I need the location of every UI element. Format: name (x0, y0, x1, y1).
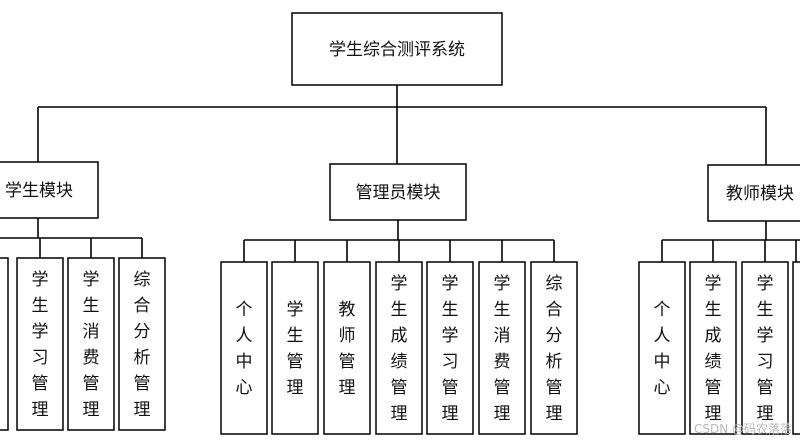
leaf-node: 综合分析管理 (118, 257, 166, 431)
leaf-box-offscreen (792, 261, 800, 435)
leaf-node: 学生管理 (271, 261, 319, 435)
module-node-student: 学生模块 (0, 161, 99, 219)
leaf-box (426, 261, 474, 435)
leaf-node: 学生成绩管理 (689, 261, 737, 435)
module-label-student: 学生模块 (5, 181, 73, 201)
module-label-admin: 管理员模块 (356, 183, 441, 203)
leaf-nodes: 学生学习管理 学生消费管理 综合分析管理 个人中心 学生管理 教师管理 学生成绩管理 学生学习… (0, 257, 800, 435)
leaf-label: 个人中心 (236, 300, 253, 398)
leaf-label: 学生学习管理 (32, 270, 49, 420)
leaf-box (323, 261, 371, 435)
leaf-box-offscreen (0, 257, 9, 431)
module-node-teacher: 教师模块 (707, 164, 800, 222)
leaf-box (741, 261, 789, 435)
leaf-box (67, 257, 115, 431)
leaf-label: 学生学习管理 (442, 274, 459, 424)
leaf-label: 教师管理 (339, 300, 356, 398)
leaf-box (530, 261, 578, 435)
leaf-node: 学生学习管理 (741, 261, 789, 435)
leaf-box (16, 257, 64, 431)
leaf-node: 综合分析管理 (530, 261, 578, 435)
root-label: 学生综合测评系统 (329, 40, 465, 60)
leaf-node: 教师管理 (323, 261, 371, 435)
leaf-node: 学生学习管理 (426, 261, 474, 435)
leaf-label: 综合分析管理 (134, 270, 151, 420)
connector-lines (0, 85, 800, 262)
leaf-box (271, 261, 319, 435)
leaf-label: 学生成绩管理 (391, 274, 408, 424)
leaf-box (375, 261, 423, 435)
leaf-box (638, 261, 686, 435)
leaf-label: 学生成绩管理 (705, 274, 722, 424)
root-node: 学生综合测评系统 (291, 12, 503, 86)
module-node-admin: 管理员模块 (329, 163, 467, 221)
leaf-label: 学生消费管理 (83, 270, 100, 420)
leaf-label: 综合分析管理 (546, 274, 563, 424)
module-label-teacher: 教师模块 (726, 184, 794, 204)
leaf-node: 学生消费管理 (478, 261, 526, 435)
leaf-label: 个人中心 (654, 300, 671, 398)
leaf-node: 学生消费管理 (67, 257, 115, 431)
leaf-label: 学生管理 (287, 300, 304, 398)
leaf-node: 学生成绩管理 (375, 261, 423, 435)
leaf-box (478, 261, 526, 435)
leaf-node: 学生学习管理 (16, 257, 64, 431)
leaf-label: 学生学习管理 (757, 274, 774, 424)
leaf-box (220, 261, 268, 435)
watermark: CSDN @码农落落 (693, 422, 792, 436)
leaf-box (118, 257, 166, 431)
leaf-node: 个人中心 (638, 261, 686, 435)
leaf-label: 学生消费管理 (494, 274, 511, 424)
leaf-box (689, 261, 737, 435)
leaf-node: 个人中心 (220, 261, 268, 435)
